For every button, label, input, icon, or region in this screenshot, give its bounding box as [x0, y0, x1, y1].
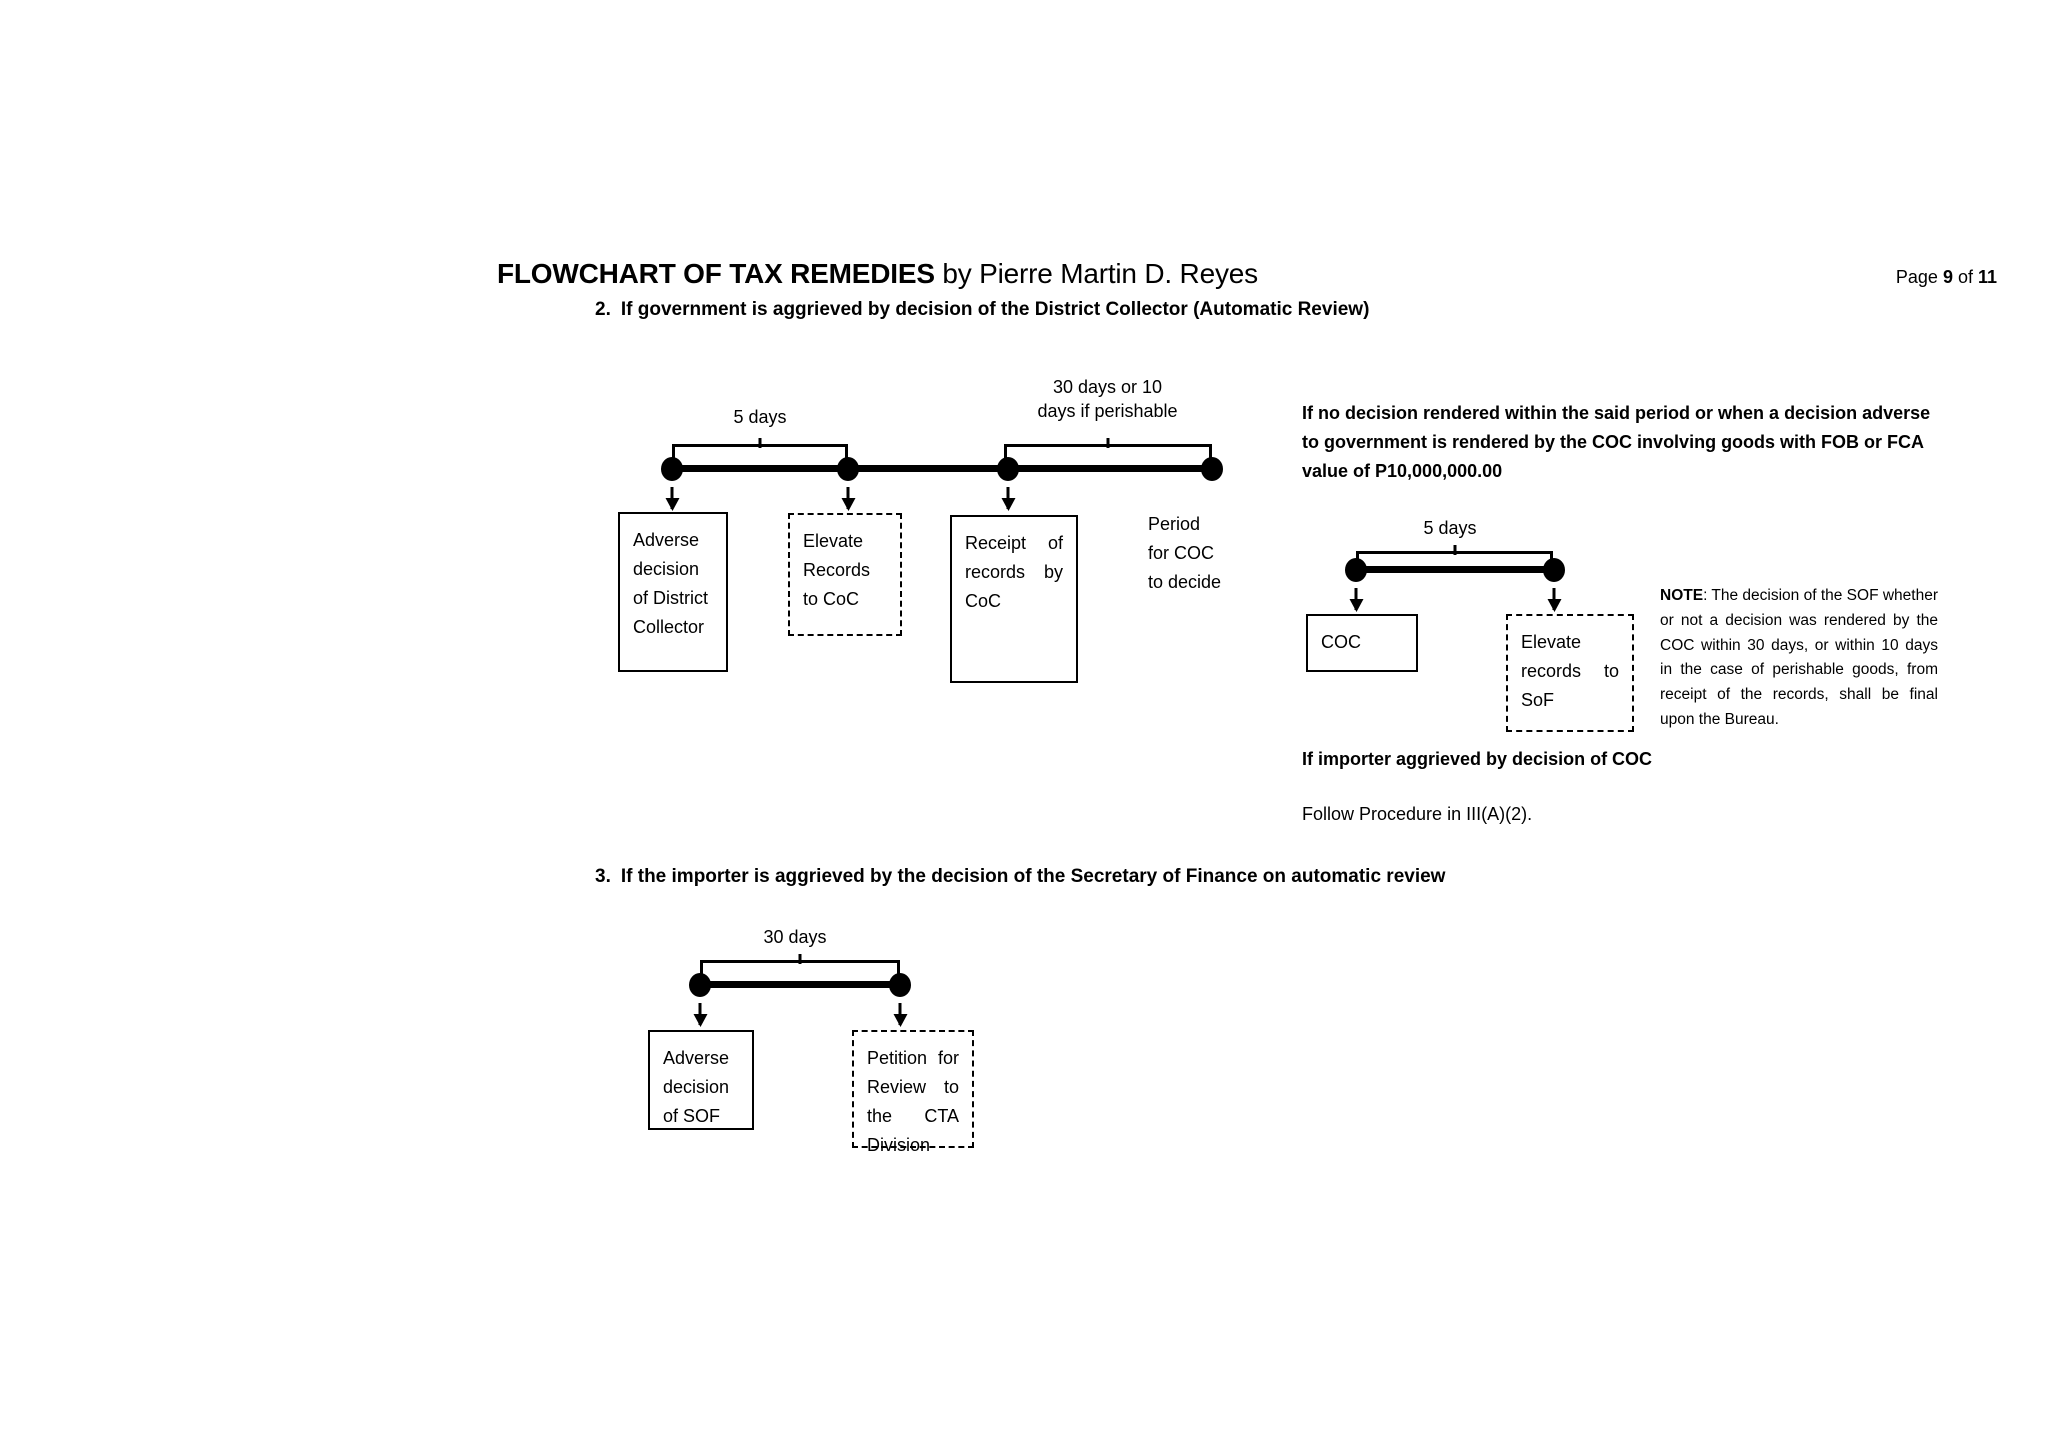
timeline-1-arrow-2: [846, 487, 850, 509]
box-line: COC: [1321, 632, 1361, 652]
box-line: decision: [633, 559, 700, 580]
right-intro-paragraph: If no decision rendered within the said …: [1302, 403, 1931, 482]
box-line: Elevate: [1521, 632, 1582, 652]
box-line: of SOF: [663, 1106, 721, 1127]
timeline-3-axis: [694, 981, 906, 988]
timeline-2-axis: [1350, 566, 1560, 573]
timeline-2-node-1: [1345, 558, 1367, 582]
box-line: CoC: [965, 591, 1002, 612]
period-for-coc-to-decide-text: Period for COC to decide: [1148, 510, 1242, 597]
timeline-1-bracket-label-1: 5 days: [733, 407, 787, 427]
page-current: 9: [1942, 267, 1953, 287]
timeline-3-node-1: [689, 973, 711, 997]
box-line: Elevate: [803, 531, 864, 551]
page-total: 11: [1977, 267, 1997, 287]
timeline-2-arrow-2: [1552, 588, 1556, 610]
timeline-1-arrow-3: [1006, 487, 1010, 509]
section-2-number: 2.: [595, 299, 611, 320]
timeline-3-bracket: [700, 960, 900, 978]
section-3-heading: 3. If the importer is aggrieved by the de…: [595, 866, 1445, 888]
timeline-1-arrow-1: [670, 487, 674, 509]
flow-box-adverse-decision-district-collector: Adverse decision of District Collector: [618, 512, 728, 672]
flow-box-elevate-records-to-sof: Elevate records to SoF: [1506, 614, 1634, 732]
timeline-1-bracket-2: [1004, 444, 1212, 462]
timeline-2-node-2: [1543, 558, 1565, 582]
note-body: : The decision of the SOF whether or not…: [1660, 587, 1938, 728]
section-3-number: 3.: [595, 866, 611, 887]
box-line: Division: [867, 1135, 931, 1156]
flow-box-receipt-of-records-by-coc: Receipt of records by CoC: [950, 515, 1078, 683]
importer-aggrieved-heading: If importer aggrieved by decision of COC: [1302, 749, 1653, 769]
section-2-heading: 2. If government is aggrieved by decision…: [595, 299, 1369, 321]
timeline-3-bracket-label: 30 days: [763, 927, 827, 947]
note-block: NOTE: The decision of the SOF whether or…: [1660, 584, 1938, 733]
box-line: records by: [965, 562, 1063, 583]
text-line: to decide: [1148, 572, 1222, 593]
note-label: NOTE: [1660, 587, 1704, 604]
timeline-1-node-1: [661, 457, 683, 481]
section-2-heading-text: If government is aggrieved by decision o…: [620, 299, 1370, 320]
flow-box-coc: COC: [1306, 614, 1418, 672]
timeline-1-axis: [666, 465, 1212, 472]
timeline-1-node-4: [1201, 457, 1223, 481]
timeline-1-bracket-1: [672, 444, 848, 462]
timeline-2-bracket-label: 5 days: [1423, 518, 1477, 538]
page-label-prefix: Page: [1895, 267, 1943, 287]
page-title: FLOWCHART OF TAX REMEDIES by Pierre Mart…: [497, 258, 1258, 290]
timeline-3-arrow-2: [898, 1003, 902, 1025]
timeline-3-arrow-1: [698, 1003, 702, 1025]
importer-aggrieved-body: Follow Procedure in III(A)(2).: [1302, 804, 1533, 824]
document-title-bold: FLOWCHART OF TAX REMEDIES: [497, 258, 935, 289]
flow-box-adverse-decision-of-sof: Adverse decision of SOF: [648, 1030, 754, 1130]
page-label-middle: of: [1952, 267, 1978, 287]
box-line: the CTA: [867, 1106, 959, 1127]
timeline-3-node-2: [889, 973, 911, 997]
box-line: records to: [1521, 661, 1619, 682]
text-line: Period: [1148, 514, 1201, 534]
box-line: decision: [663, 1077, 730, 1098]
box-line: Petition for: [867, 1048, 959, 1068]
section-3-heading-text: If the importer is aggrieved by the deci…: [620, 866, 1446, 887]
flow-box-elevate-records-to-coc: Elevate Records to CoC: [788, 513, 902, 636]
timeline-1-node-2: [837, 457, 859, 481]
box-line: of District: [633, 588, 709, 609]
flow-box-petition-for-review-cta-division: Petition for Review to the CTA Division: [852, 1030, 974, 1155]
document-header: FLOWCHART OF TAX REMEDIES by Pierre Mart…: [497, 258, 1997, 290]
box-line: Records: [803, 560, 871, 581]
box-line: Adverse: [633, 530, 700, 550]
text-line: for COC: [1148, 543, 1215, 564]
box-line: SoF: [1521, 690, 1555, 711]
timeline-2-arrow-1: [1354, 588, 1358, 610]
timeline-1-bracket-label-2: 30 days or 10 days if perishable: [1037, 377, 1178, 422]
box-line: Collector: [633, 617, 705, 638]
timeline-1-node-3: [997, 457, 1019, 481]
page-number: Page 9 of 11: [1896, 267, 1997, 288]
box-line: Receipt of: [965, 533, 1063, 553]
box-line: Adverse: [663, 1048, 730, 1068]
box-line: Review to: [867, 1077, 959, 1098]
box-line: to CoC: [803, 589, 860, 610]
document-title-author: by Pierre Martin D. Reyes: [934, 258, 1258, 289]
